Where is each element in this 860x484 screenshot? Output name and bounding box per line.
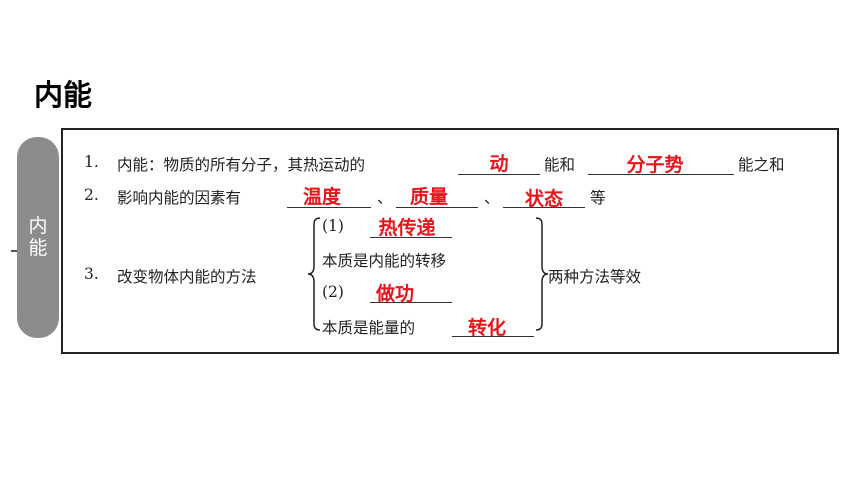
item-2-sep-1: 、 [377, 189, 393, 207]
method-2-essence-blank [452, 336, 534, 337]
side-tab-label-line2: 能 [28, 237, 48, 259]
side-tab: 内 能 [17, 137, 59, 338]
item-1-number: 1. [84, 153, 99, 171]
method-2-essence-answer: 转化 [467, 317, 506, 339]
right-brace [535, 217, 549, 331]
item-2-text: 影响内能的因素有 [117, 189, 242, 207]
side-tab-label: 内 能 [17, 215, 59, 259]
item-2-number: 2. [84, 186, 99, 204]
item-1-blank-a [458, 174, 540, 175]
method-2-answer: 做功 [375, 283, 414, 305]
item-1-text-c: 能之和 [738, 156, 785, 174]
content-frame [61, 128, 839, 354]
item-2-blank-a [287, 207, 371, 208]
method-1-essence: 本质是内能的转移 [322, 252, 447, 270]
item-3-number: 3. [84, 265, 99, 283]
method-1-blank [370, 237, 452, 238]
item-2-answer-c: 状态 [524, 188, 563, 210]
item-2-text-end: 等 [590, 189, 606, 207]
item-1-answer-a: 动 [489, 153, 509, 175]
method-2-blank [370, 302, 452, 303]
conclusion-text: 两种方法等效 [548, 268, 642, 286]
item-3-text: 改变物体内能的方法 [117, 268, 257, 286]
method-1-prefix: (1) [322, 217, 344, 235]
side-tick [11, 250, 18, 252]
item-1-text-a: 内能：物质的所有分子，其热运动的 [117, 156, 366, 174]
method-2-prefix: (2) [322, 283, 344, 301]
item-2-answer-a: 温度 [302, 186, 341, 208]
item-2-sep-2: 、 [484, 189, 500, 207]
side-tab-label-line1: 内 [28, 215, 48, 237]
method-2-essence: 本质是能量的 [322, 319, 416, 337]
item-2-answer-b: 质量 [409, 186, 448, 208]
item-1-text-b: 能和 [544, 156, 576, 174]
item-1-answer-b: 分子势 [626, 154, 684, 176]
item-2-blank-b [396, 207, 478, 208]
method-1-answer: 热传递 [378, 217, 436, 239]
page-title: 内能 [34, 78, 93, 112]
item-2-blank-c [503, 207, 585, 208]
left-brace [307, 217, 321, 331]
item-1-blank-b [588, 174, 734, 175]
